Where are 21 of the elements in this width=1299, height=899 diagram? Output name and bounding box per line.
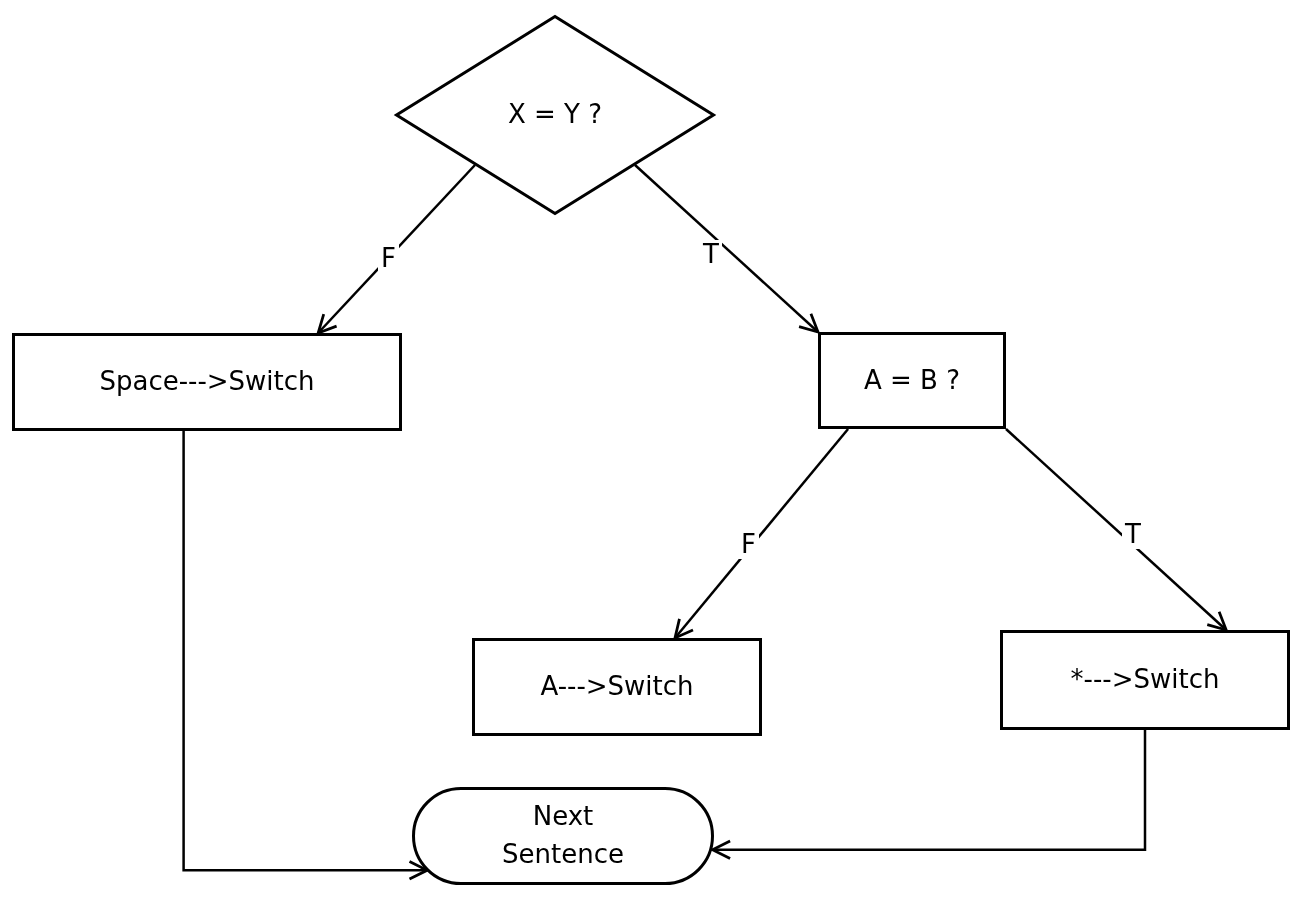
process-box — [472, 638, 762, 736]
node-text: Next Sentence — [501, 800, 625, 871]
node-text: X = Y ? — [507, 98, 603, 132]
arrow — [316, 164, 476, 335]
arrow — [711, 730, 1147, 860]
arrow — [182, 431, 429, 881]
arrow — [1005, 428, 1228, 632]
process-box — [12, 333, 402, 431]
decision-diamond — [395, 15, 715, 215]
node-text: Space--->Switch — [99, 365, 315, 399]
edge-label: T — [1122, 520, 1144, 549]
node-text: A--->Switch — [540, 670, 694, 704]
process-box — [1000, 630, 1290, 730]
node-text: *--->Switch — [1070, 663, 1220, 697]
terminal-shape — [412, 787, 714, 885]
edge-label: F — [738, 530, 759, 559]
arrow — [673, 428, 850, 640]
process-box — [818, 332, 1006, 429]
node-text: A = B ? — [864, 363, 960, 397]
edge-label: F — [378, 244, 399, 273]
arrow — [634, 164, 820, 334]
